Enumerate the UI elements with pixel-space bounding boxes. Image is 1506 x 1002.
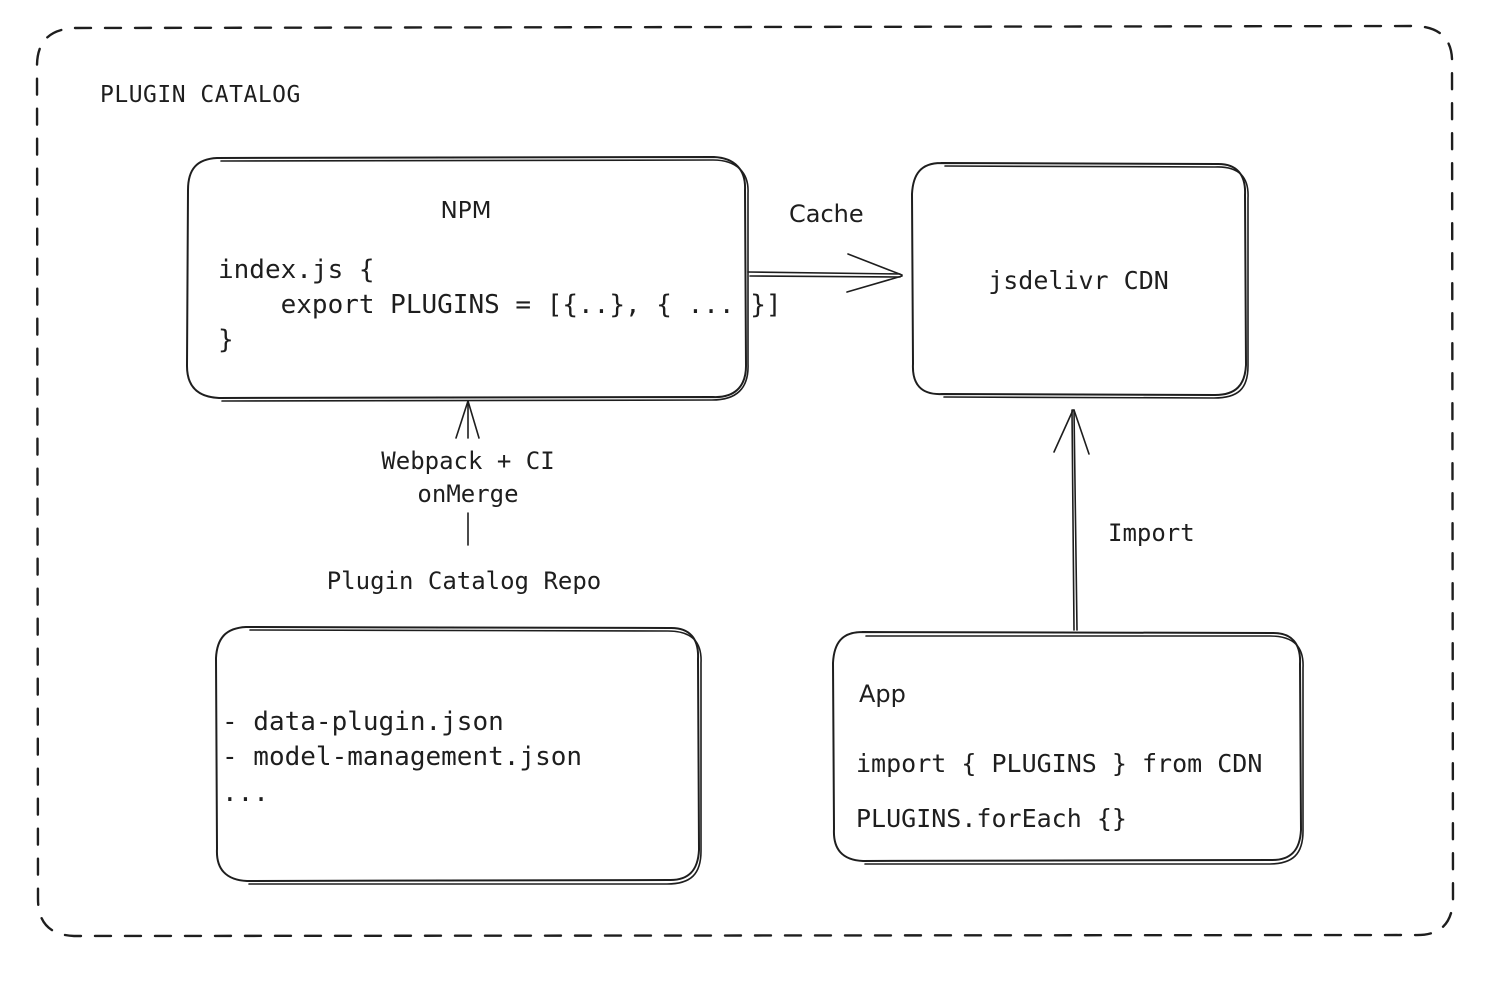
repo-node-items: - data-plugin.json - model-management.js… bbox=[222, 705, 582, 811]
cdn-node-title: jsdelivr CDN bbox=[988, 266, 1169, 295]
edge-label-webpack-ci-line-1: Webpack + CI bbox=[381, 447, 555, 475]
edge-label-webpack-ci: Webpack + CI onMerge bbox=[280, 445, 656, 511]
app-code-line-1: import { PLUGINS } from CDN bbox=[856, 749, 1263, 778]
group-title: PLUGIN CATALOG bbox=[100, 82, 301, 108]
edge-label-cache: Cache bbox=[789, 200, 864, 228]
npm-node-title: NPM bbox=[440, 198, 492, 224]
repo-node-caption: Plugin Catalog Repo bbox=[326, 567, 602, 595]
npm-code-line-3: } bbox=[218, 325, 234, 356]
edge-app-to-cdn-arrow bbox=[1053, 409, 1090, 631]
repo-item-1: - data-plugin.json bbox=[222, 707, 504, 737]
npm-node-code: index.js { export PLUGINS = [{..}, { ...… bbox=[218, 253, 782, 358]
npm-code-line-2: export PLUGINS = [{..}, { ... }] bbox=[218, 290, 782, 321]
npm-code-line-1: index.js { bbox=[218, 255, 375, 285]
app-node-code: import { PLUGINS } from CDN PLUGINS.forE… bbox=[856, 736, 1262, 846]
repo-item-2: - model-management.json bbox=[222, 742, 583, 773]
app-code-line-2: PLUGINS.forEach {} bbox=[856, 804, 1127, 833]
edge-label-webpack-ci-line-2: onMerge bbox=[417, 480, 519, 509]
edge-label-import: Import bbox=[1108, 519, 1195, 547]
repo-item-3: ... bbox=[222, 777, 269, 808]
app-node-title: App bbox=[859, 680, 906, 708]
